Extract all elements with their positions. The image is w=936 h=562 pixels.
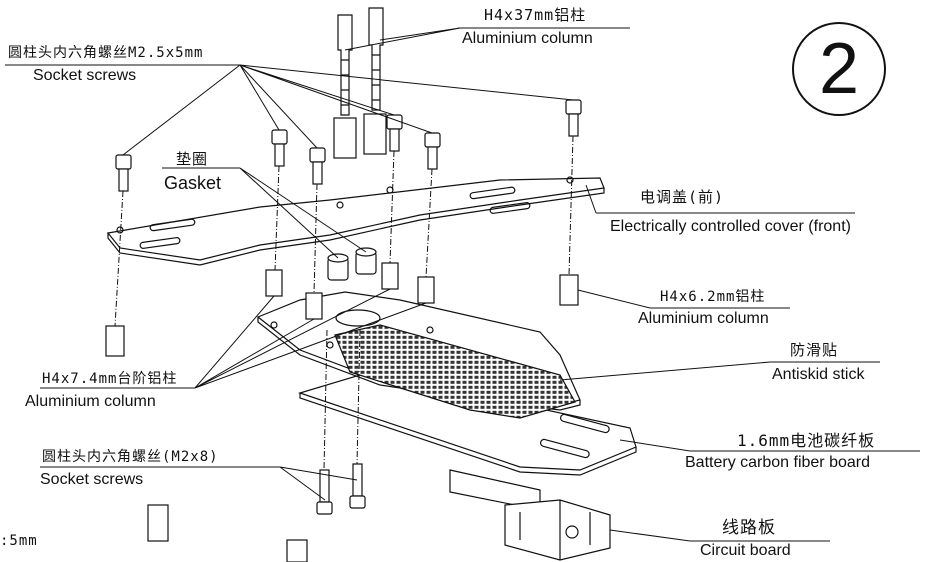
step-columns [265,262,435,320]
label-esc-cover-cn: 电调盖(前) [640,188,725,206]
label-circuit-board-en: Circuit board [700,542,791,559]
label-column-6-2-en: Aluminium column [638,310,769,327]
gaskets [327,247,377,281]
label-antiskid-cn: 防滑贴 [790,341,839,359]
label-antiskid-en: Antiskid stick [772,366,865,383]
xt-connector [504,499,611,561]
label-column-6-2-cn: H4x6.2mm铝柱 [660,289,766,305]
label-esc-cover-en: Electrically controlled cover (front) [610,218,851,235]
label-column-37-cn: H4x37mm铝柱 [484,6,587,24]
antiskid-stick [334,324,576,419]
step-number-badge: 2 [792,22,886,116]
label-step-column-cn: H4x7.4mm台阶铝柱 [42,371,178,387]
bottom-screws [316,463,366,515]
label-battery-board-cn: 1.6mm电池碳纤板 [737,431,876,450]
label-partial-cut: :5mm [0,533,38,549]
label-gasket-cn: 垫圈 [176,150,209,168]
column-6-2mm [559,274,579,306]
column-left-lower [105,325,125,357]
top-screws [115,99,582,192]
label-column-37-en: Aluminium column [462,30,593,47]
label-socket-screws-top-cn: 圆柱头内六角螺丝M2.5x5mm [8,45,204,61]
column-37mm-left [333,14,357,159]
label-socket-screws-bottom-cn: 圆柱头内六角螺丝(M2x8) [42,449,219,465]
label-battery-board-en: Battery carbon fiber board [685,454,870,471]
label-gasket-en: Gasket [164,173,222,193]
label-socket-screws-bottom-en: Socket screws [40,471,144,488]
label-socket-screws-top-en: Socket screws [33,67,137,84]
esc-cover-plate [106,177,605,261]
label-circuit-board-cn: 线路板 [722,518,776,538]
column-37mm-right [363,7,387,155]
label-step-column-en: Aluminium column [25,393,156,410]
